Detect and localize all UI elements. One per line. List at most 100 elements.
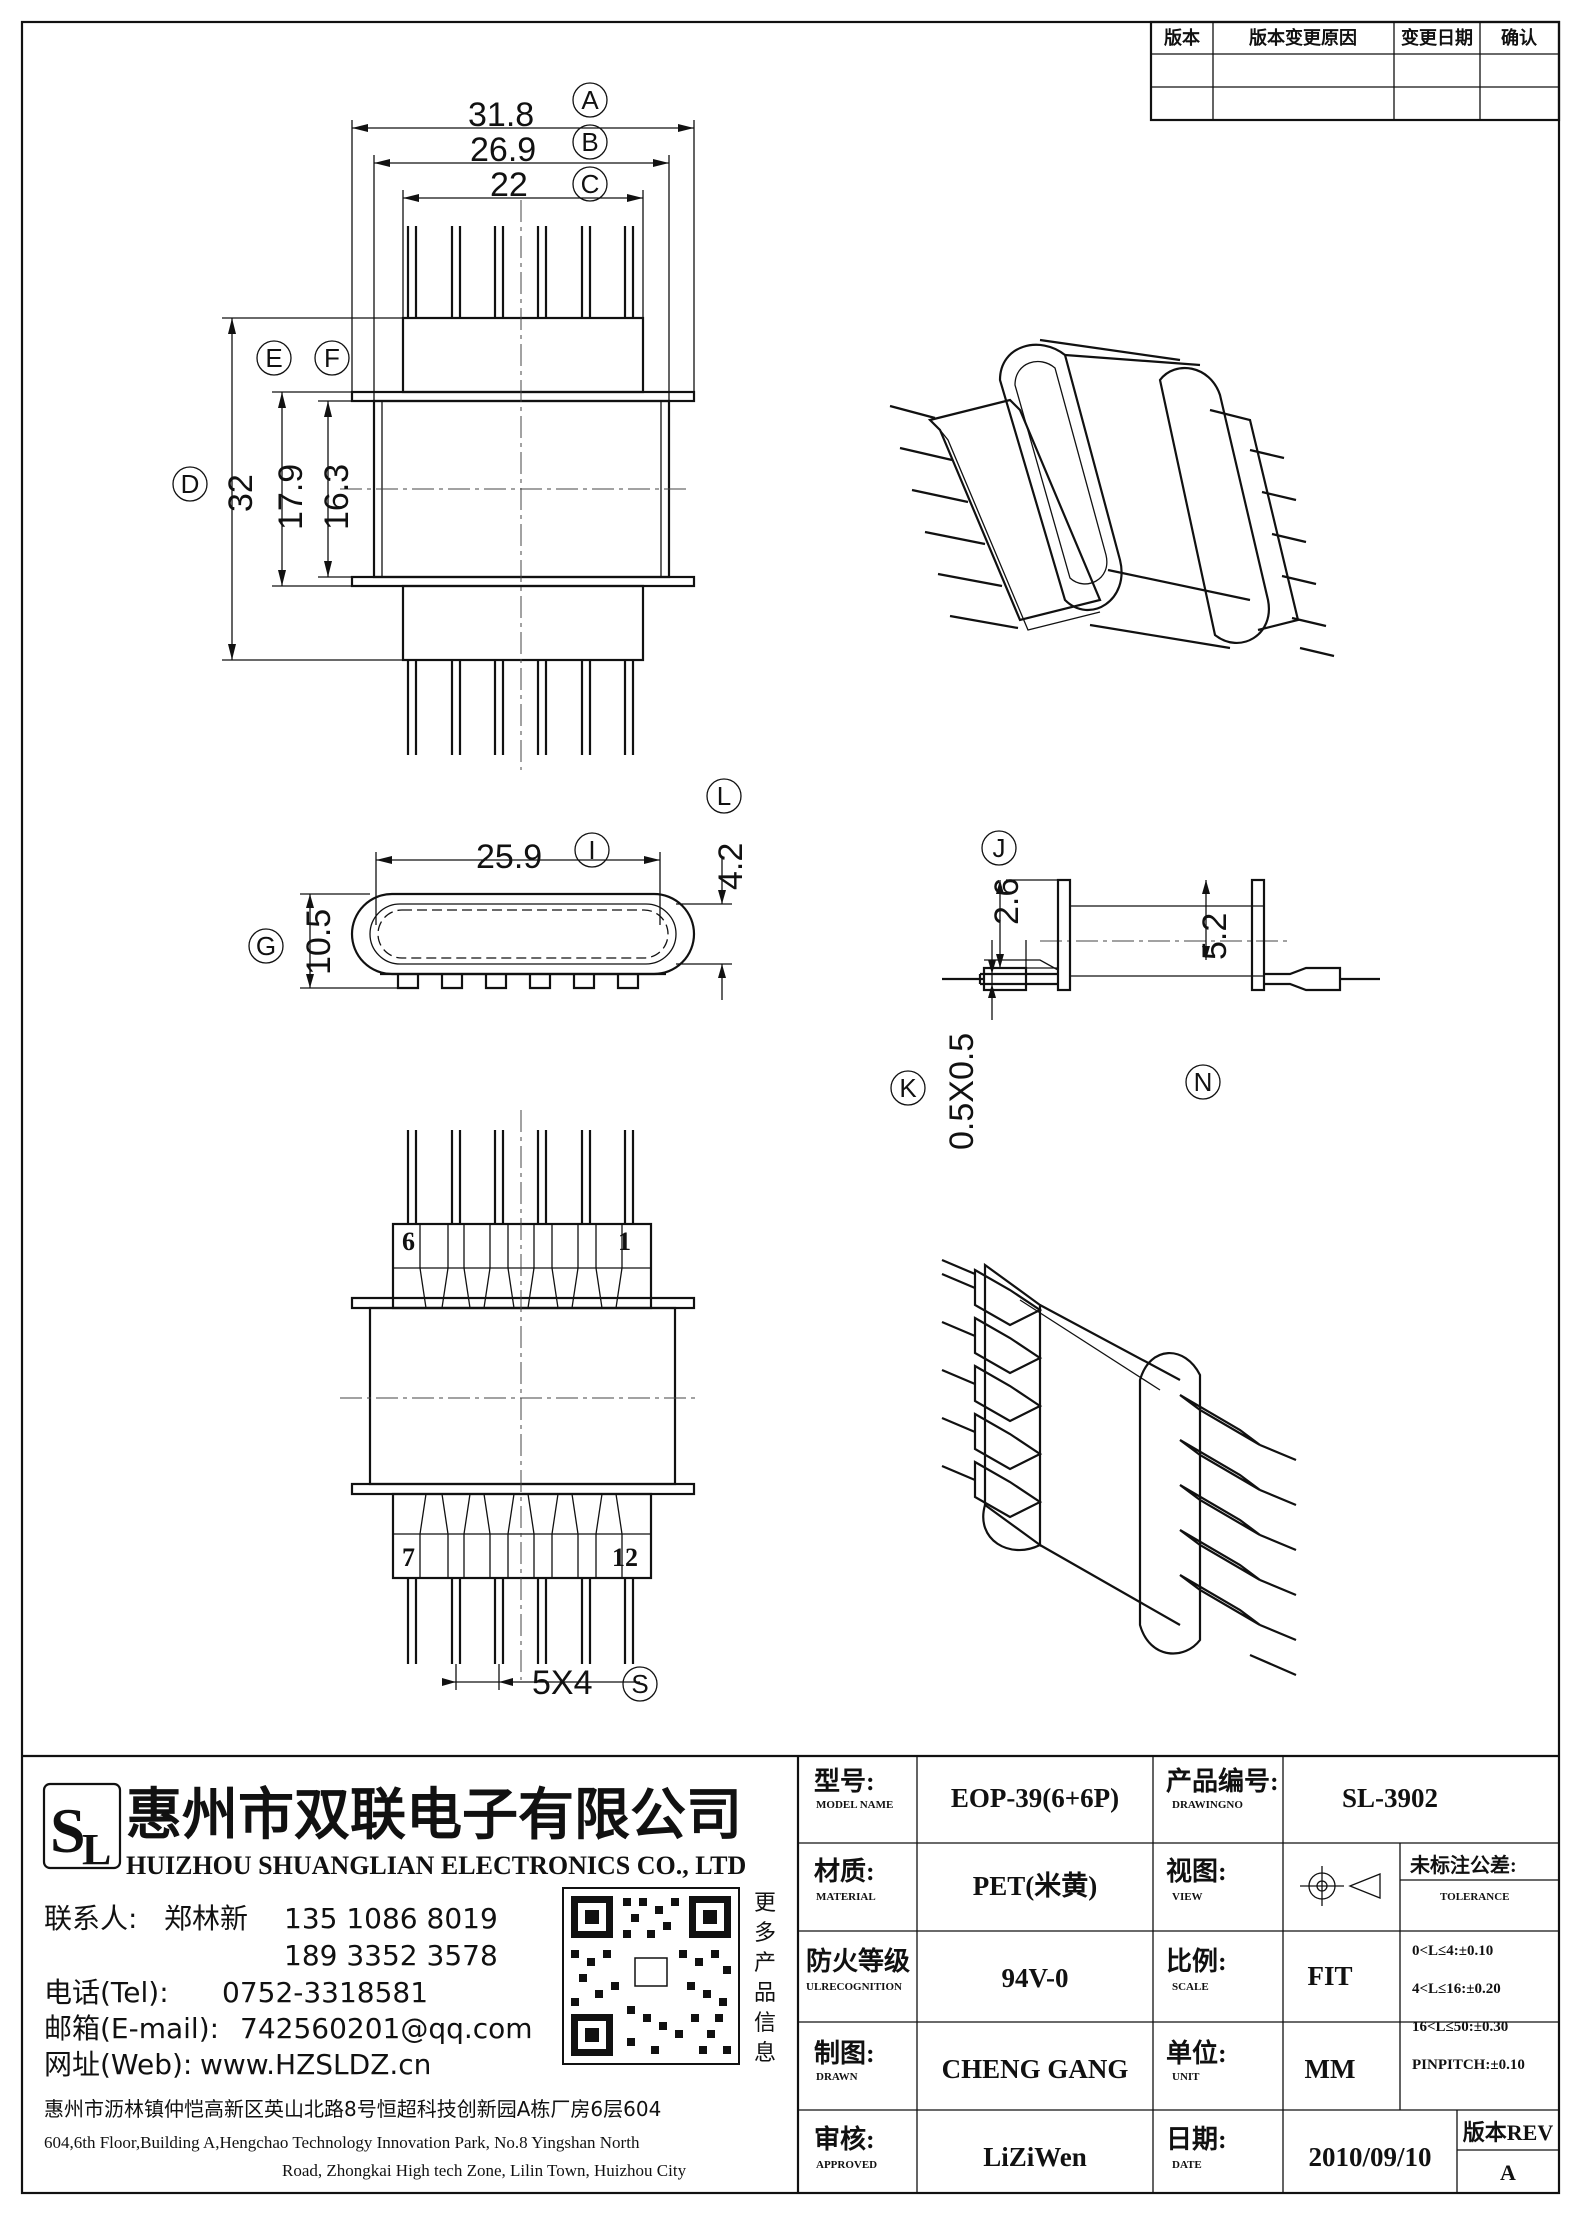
dim-j-value: 4.2	[712, 843, 750, 890]
pin-number-12: 12	[612, 1543, 638, 1572]
callout-j: L	[717, 781, 731, 811]
rev-header-confirm: 确认	[1501, 27, 1538, 48]
more-info-4: 品	[754, 1981, 776, 2006]
drawing-value: SL-3902	[1342, 1783, 1438, 1813]
date-label: 日期:	[1166, 2125, 1227, 2154]
view-label: 视图:	[1166, 1857, 1227, 1886]
company-name-en: HUIZHOU SHUANGLIAN ELECTRONICS CO., LTD	[126, 1851, 746, 1880]
more-info-2: 多	[754, 1921, 776, 1946]
contact-phone-1: 135 1086 8019	[284, 1902, 498, 1935]
tolerance-1: 0<L≤4:±0.10	[1412, 1943, 1493, 1959]
tolerance-2: 4<L≤16:±0.20	[1412, 1981, 1501, 1997]
address-cn: 惠州市沥林镇仲恺高新区英山北路8号恒超科技创新园A栋厂房6层604	[44, 2097, 661, 2121]
dim-e-value: 17.9	[272, 464, 310, 530]
contact-phone-2: 189 3352 3578	[284, 1939, 498, 1972]
dim-s-value: 5X4	[532, 1664, 593, 1702]
bottom-top-pins	[406, 1130, 635, 1224]
projection-symbol-icon	[1300, 1866, 1381, 1906]
tel-label: 电话(Tel):	[44, 1976, 169, 2009]
rev-label: 版本REV	[1463, 2120, 1554, 2145]
callout-k: K	[899, 1073, 917, 1103]
front-top-pins	[406, 226, 635, 318]
tel-value: 0752-3318581	[222, 1976, 428, 2009]
material-value: PET(米黄)	[973, 1871, 1098, 1901]
rev-header-reason: 版本变更原因	[1249, 27, 1357, 48]
tolerance-3: 16<L≤50:±0.30	[1412, 2019, 1508, 2035]
bottom-view: 6 1 7 12 5X4 S	[340, 1110, 700, 1702]
callout-a: A	[581, 85, 599, 115]
view-sub: VIEW	[1172, 1891, 1203, 1903]
more-info-1: 更	[754, 1891, 776, 1916]
web-label: 网址(Web):	[44, 2048, 192, 2081]
drawn-sub: DRAWN	[816, 2071, 858, 2083]
approved-sub: APPROVED	[816, 2159, 877, 2171]
web-value: www.HZSLDZ.cn	[200, 2048, 431, 2081]
more-info-3: 产	[754, 1951, 776, 1976]
bottom-bottom-pins	[406, 1578, 635, 1664]
callout-i: I	[588, 835, 595, 865]
rev-header-version: 版本	[1164, 27, 1200, 48]
address-en-1: 604,6th Floor,Building A,Hengchao Techno…	[44, 2133, 640, 2152]
dim-g-value: 10.5	[300, 909, 338, 975]
fire-sub: ULRECOGNITION	[806, 1981, 902, 1993]
unit-value: MM	[1305, 2054, 1356, 2084]
dim-k-value: 0.5X0.5	[943, 1033, 981, 1150]
unit-label: 单位:	[1166, 2038, 1227, 2068]
callout-e: E	[265, 343, 282, 373]
contact-name: 郑林新	[164, 1902, 248, 1935]
fire-value: 94V-0	[1002, 1963, 1069, 1993]
more-info-5: 信	[754, 2011, 776, 2036]
dim-f-value: 16.3	[318, 464, 356, 530]
iso2-left-combs	[941, 1258, 1043, 1519]
sheet-border	[20, 20, 1561, 2195]
scale-sub: SCALE	[1172, 1981, 1209, 1993]
title-block: S L 惠州市双联电子有限公司 HUIZHOU SHUANGLIAN ELECT…	[22, 1754, 1559, 2193]
svg-text:S: S	[50, 1795, 86, 1866]
dim-c-value: 22	[490, 166, 528, 204]
scale-value: FIT	[1307, 1961, 1352, 1991]
company-name-cn: 惠州市双联电子有限公司	[126, 1782, 742, 1848]
model-sub: MODEL NAME	[816, 1799, 893, 1811]
isometric-view-top	[889, 338, 1335, 658]
dim-d-value: 32	[222, 474, 260, 512]
callout-n: N	[1194, 1067, 1213, 1097]
dim-b-value: 26.9	[470, 131, 536, 169]
front-bottom-pins	[406, 660, 635, 755]
drawn-value: CHENG GANG	[942, 2054, 1129, 2084]
email-value: 742560201@qq.com	[240, 2012, 533, 2045]
top-view: 25.9 I 10.5 G 4.2 L	[248, 778, 750, 1000]
dim-i-value: 25.9	[476, 838, 542, 876]
material-label: 材质:	[814, 1857, 875, 1886]
dim-n-value: 5.2	[1196, 913, 1234, 960]
company-logo: S L	[42, 1782, 122, 1874]
tolerance-label: 未标注公差:	[1410, 1853, 1517, 1877]
drawn-label: 制图:	[814, 2039, 875, 2068]
callout-g: G	[256, 931, 276, 961]
approved-value: LiZiWen	[983, 2142, 1087, 2172]
rev-header-date: 变更日期	[1401, 27, 1473, 48]
side-section-view: 2.6 J 5.2 N 0.5X0.5 K	[890, 830, 1380, 1150]
fire-label: 防火等级	[806, 1946, 910, 1976]
callout-s: S	[631, 1669, 648, 1699]
callout-l: J	[993, 833, 1006, 863]
approved-label: 审核:	[814, 2124, 875, 2154]
revision-table: 版本 版本变更原因 变更日期 确认	[1149, 20, 1561, 122]
pin-number-6: 6	[402, 1227, 415, 1256]
pin-number-1: 1	[618, 1227, 631, 1256]
isometric-view-bottom	[941, 1258, 1297, 1677]
tolerance-sub: TOLERANCE	[1440, 1891, 1509, 1903]
iso1-right-pins	[1249, 448, 1335, 658]
date-value: 2010/09/10	[1308, 2142, 1431, 2172]
callout-c: C	[581, 169, 600, 199]
dim-l-value: 2.6	[988, 878, 1026, 925]
contact-label: 联系人:	[44, 1902, 137, 1935]
address-en-2: Road, Zhongkai High tech Zone, Lilin Tow…	[282, 2161, 687, 2180]
rev-value: A	[1500, 2160, 1516, 2185]
date-sub: DATE	[1172, 2159, 1202, 2171]
front-view: 31.8 26.9 22 A B C 32 17.9	[172, 82, 696, 770]
dim-a-value: 31.8	[468, 96, 534, 134]
material-sub: MATERIAL	[816, 1891, 876, 1903]
more-info-6: 息	[754, 2041, 776, 2066]
drawing-label: 产品编号:	[1166, 1766, 1279, 1796]
